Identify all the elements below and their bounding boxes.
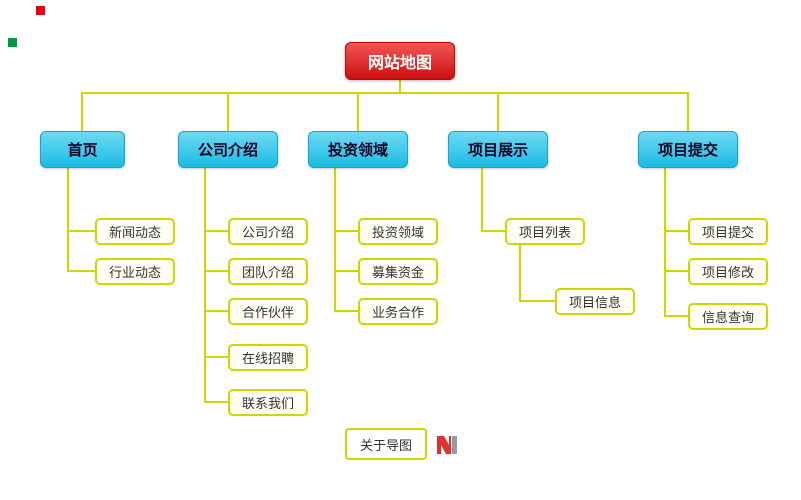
about-map-button[interactable]: 关于导图 — [345, 428, 427, 460]
child-node-industry[interactable]: 行业动态 — [95, 258, 175, 285]
child-node-invest-fields[interactable]: 投资领域 — [358, 218, 438, 245]
green-marker-icon — [8, 38, 17, 47]
child-node-contact[interactable]: 联系我们 — [228, 389, 308, 416]
branch-node-showcase[interactable]: 项目展示 — [448, 131, 548, 168]
brand-logo-icon[interactable] — [437, 436, 457, 454]
child-node-cooperation[interactable]: 业务合作 — [358, 298, 438, 325]
child-node-project-submit[interactable]: 项目提交 — [688, 218, 768, 245]
branch-node-company[interactable]: 公司介绍 — [178, 131, 278, 168]
child-node-funds[interactable]: 募集资金 — [358, 258, 438, 285]
child-node-company-intro[interactable]: 公司介绍 — [228, 218, 308, 245]
red-marker-icon — [36, 6, 45, 15]
child-node-project-info[interactable]: 项目信息 — [555, 288, 635, 315]
child-node-news[interactable]: 新闻动态 — [95, 218, 175, 245]
child-node-info-query[interactable]: 信息查询 — [688, 303, 768, 330]
child-node-jobs[interactable]: 在线招聘 — [228, 344, 308, 371]
child-node-project-list[interactable]: 项目列表 — [505, 218, 585, 245]
branch-node-investment[interactable]: 投资领域 — [308, 131, 408, 168]
child-node-partners[interactable]: 合作伙伴 — [228, 298, 308, 325]
branch-node-home[interactable]: 首页 — [40, 131, 125, 168]
root-node[interactable]: 网站地图 — [345, 42, 455, 80]
branch-node-submit[interactable]: 项目提交 — [638, 131, 738, 168]
child-node-project-edit[interactable]: 项目修改 — [688, 258, 768, 285]
child-node-team[interactable]: 团队介绍 — [228, 258, 308, 285]
